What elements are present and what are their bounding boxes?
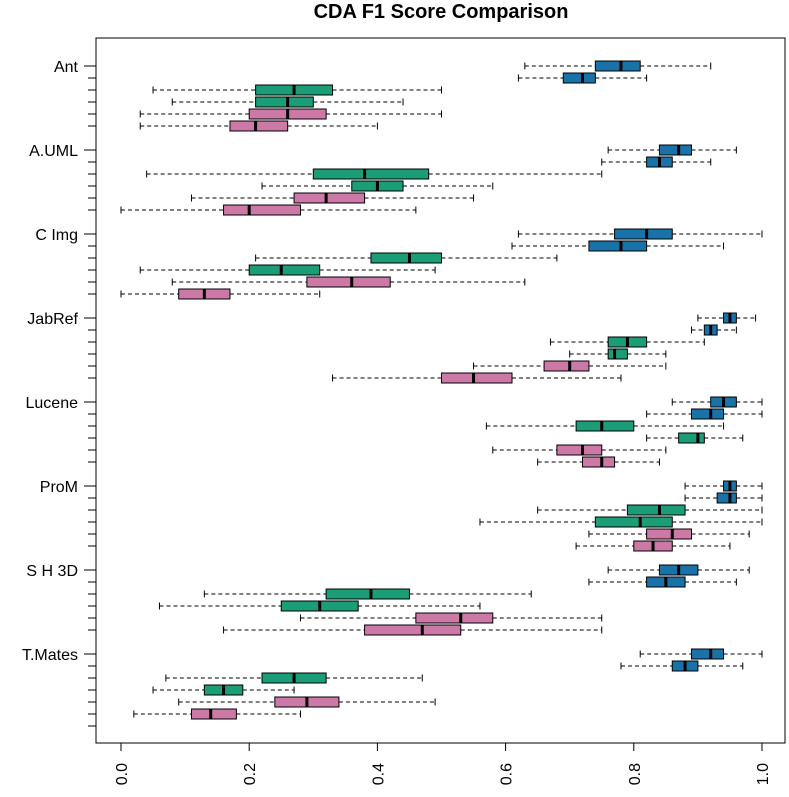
iqr-box — [229, 120, 289, 132]
iqr-box — [575, 420, 635, 432]
y-category-label: JabRef — [27, 311, 78, 328]
iqr-box — [543, 360, 590, 372]
x-tick-label: 0.4 — [370, 763, 387, 785]
iqr-box — [293, 192, 366, 204]
x-tick-label: 0.8 — [627, 763, 644, 785]
iqr-box — [325, 588, 410, 600]
iqr-box — [556, 444, 603, 456]
boxes-layer — [120, 60, 763, 720]
x-axis: 0.0 0.2 0.4 0.6 0.8 1.0 — [114, 742, 772, 785]
plot-frame — [95, 37, 786, 744]
y-category-label: A.UML — [29, 143, 78, 160]
iqr-box — [255, 96, 314, 108]
y-category-label: S H 3D — [26, 563, 78, 580]
iqr-box — [658, 144, 692, 156]
y-category-label: T.Mates — [22, 647, 78, 664]
iqr-box — [223, 204, 301, 216]
iqr-box — [441, 372, 513, 384]
iqr-box — [607, 348, 628, 360]
iqr-box — [415, 612, 494, 624]
y-category-label: C Img — [35, 227, 78, 244]
iqr-box — [364, 624, 462, 636]
y-category-label: ProM — [40, 479, 78, 496]
iqr-box — [690, 408, 725, 420]
iqr-box — [562, 72, 596, 84]
iqr-box — [306, 276, 391, 288]
iqr-box — [594, 60, 641, 72]
iqr-box — [716, 492, 737, 504]
iqr-box — [626, 504, 686, 516]
iqr-box — [594, 516, 673, 528]
iqr-box — [614, 228, 673, 240]
iqr-box — [248, 264, 321, 276]
y-category-label: Ant — [54, 59, 79, 76]
iqr-box — [370, 252, 442, 264]
x-tick-label: 0.2 — [242, 763, 259, 785]
x-tick-label: 0.6 — [499, 763, 516, 785]
iqr-box — [646, 528, 692, 540]
iqr-box — [690, 648, 725, 660]
y-category-label: Lucene — [26, 395, 79, 412]
iqr-box — [678, 432, 705, 444]
iqr-box — [312, 168, 430, 180]
iqr-box — [582, 456, 616, 468]
chart-title: CDA F1 Score Comparison — [314, 1, 569, 23]
iqr-box — [191, 708, 237, 720]
x-tick-label: 1.0 — [755, 763, 772, 785]
x-tick-label: 0.0 — [114, 763, 131, 785]
iqr-box — [588, 240, 648, 252]
